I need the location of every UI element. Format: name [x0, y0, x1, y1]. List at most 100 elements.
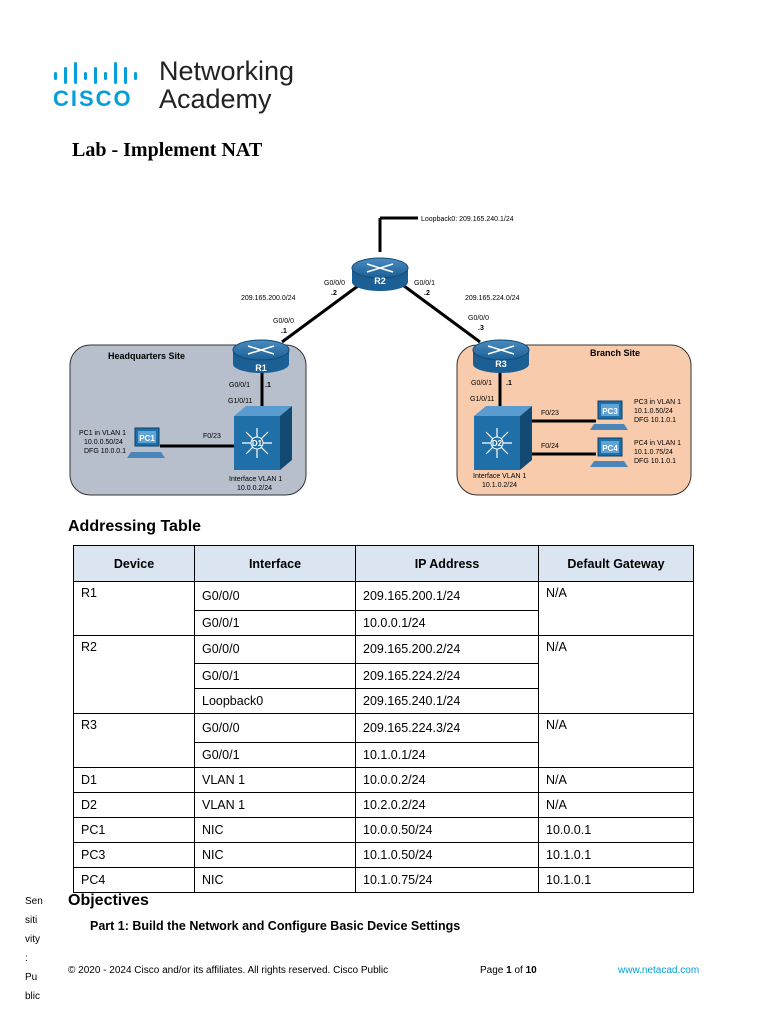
- pc1-info-2: 10.0.0.50/24: [84, 439, 123, 446]
- cell-interface: G0/0/0: [194, 581, 356, 611]
- cell-gateway: N/A: [538, 581, 694, 610]
- r3-g000-label: G0/0/0: [468, 315, 489, 322]
- cell-ip: 10.1.0.75/24: [355, 866, 539, 893]
- cisco-networking-academy-logo: CISCO Networking Academy: [53, 56, 303, 118]
- link-r1-r2: [281, 278, 367, 344]
- cell-device: D1: [73, 766, 195, 793]
- router-r1[interactable]: R1: [232, 339, 290, 373]
- r3-g000-ip: .3: [478, 325, 484, 332]
- cell-ip: 209.165.224.2/24: [355, 663, 539, 689]
- cell-device: PC1: [73, 816, 195, 843]
- network-topology-diagram: Headquarters Site Branch Site R2 R1 R3: [69, 216, 692, 496]
- cell-ip: 10.0.0.2/24: [355, 766, 539, 793]
- d2-f024-label: F0/24: [541, 443, 559, 450]
- r2-g001-ip: .2: [424, 290, 430, 297]
- cell-device: [73, 688, 195, 714]
- page-of: of: [514, 965, 523, 976]
- r1-g000-ip: .1: [281, 328, 287, 335]
- d1-info-2: 10.0.0.2/24: [237, 485, 272, 492]
- cell-interface: NIC: [194, 816, 356, 843]
- switch-d1[interactable]: D1: [234, 406, 292, 470]
- page-current: 1: [506, 965, 512, 976]
- pc4-label: PC4: [602, 444, 618, 453]
- table-row: G0/0/1 209.165.224.2/24: [73, 663, 694, 689]
- cell-ip: 209.165.224.3/24: [355, 713, 539, 743]
- link-r2-r3: [395, 278, 481, 344]
- loopback-label: Loopback0: 209.165.240.1/24: [421, 216, 514, 223]
- pc4-computer[interactable]: PC4: [590, 437, 628, 467]
- hq-site-label: Headquarters Site: [108, 351, 185, 361]
- cell-interface: VLAN 1: [194, 766, 356, 793]
- r3-label: R3: [495, 359, 507, 369]
- cell-ip: 10.0.0.1/24: [355, 609, 539, 636]
- d1-info-1: Interface VLAN 1: [229, 476, 282, 483]
- pc3-label: PC3: [602, 407, 618, 416]
- d2-g1011-label: G1/0/11: [470, 396, 494, 403]
- cell-device: [73, 742, 195, 768]
- pc4-info-2: 10.1.0.75/24: [634, 449, 673, 456]
- pc1-computer[interactable]: PC1: [127, 427, 165, 458]
- r2-g001-label: G0/0/1: [414, 280, 435, 287]
- d2-info-1: Interface VLAN 1: [473, 473, 526, 480]
- r1-g001-ip: .1: [265, 382, 271, 389]
- pc3-info-1: PC3 in VLAN 1: [634, 399, 681, 406]
- r3-g001-label: G0/0/1: [471, 380, 492, 387]
- sensitivity-part: blic: [25, 991, 41, 1002]
- cell-interface: NIC: [194, 866, 356, 893]
- cell-ip: 10.1.0.1/24: [355, 741, 539, 768]
- pc3-info-2: 10.1.0.50/24: [634, 408, 673, 415]
- cell-gateway: 10.0.0.1: [538, 816, 694, 843]
- page-prefix: Page: [480, 965, 504, 976]
- cell-gateway: 10.1.0.1: [538, 866, 694, 893]
- d2-label: D2: [492, 439, 503, 448]
- col-default-gateway: Default Gateway: [538, 545, 694, 582]
- cell-interface: G0/0/0: [194, 713, 356, 743]
- router-r2[interactable]: R2: [351, 257, 409, 291]
- sensitivity-part: siti: [25, 915, 38, 926]
- col-ip-address: IP Address: [355, 545, 539, 582]
- table-row: R3 G0/0/0 209.165.224.3/24 N/A: [73, 713, 694, 743]
- r3-g001-ip: .1: [506, 380, 512, 387]
- cell-interface: VLAN 1: [194, 791, 356, 818]
- cell-device: R2: [73, 634, 195, 664]
- table-row: D2 VLAN 1 10.2.0.2/24 N/A: [73, 791, 694, 818]
- r2-g000-label: G0/0/0: [324, 280, 345, 287]
- switch-d2[interactable]: D2: [474, 406, 532, 470]
- cell-interface: G0/0/1: [194, 663, 356, 689]
- router-r3[interactable]: R3: [472, 339, 530, 373]
- page-total: 10: [525, 965, 537, 976]
- table-row: PC3 NIC 10.1.0.50/24 10.1.0.1: [73, 841, 694, 868]
- pc1-label: PC1: [139, 434, 155, 443]
- cell-ip: 209.165.240.1/24: [355, 688, 539, 714]
- sensitivity-label: Sen siti vity : Pu blic: [25, 892, 55, 1006]
- cell-gateway: N/A: [538, 766, 694, 793]
- table-row: R1 G0/0/0 209.165.200.1/24 N/A: [73, 581, 694, 611]
- d2-f023-label: F0/23: [541, 410, 559, 417]
- pc1-info-1: PC1 in VLAN 1: [79, 430, 126, 437]
- addressing-table: Device Interface IP Address Default Gate…: [73, 545, 694, 893]
- cell-ip: 209.165.200.2/24: [355, 634, 539, 664]
- cell-device: PC3: [73, 841, 195, 868]
- table-row: Loopback0 209.165.240.1/24: [73, 688, 694, 714]
- cell-gateway: N/A: [538, 634, 694, 664]
- pc3-info-3: DFG 10.1.0.1: [634, 417, 676, 424]
- cisco-bars-icon: [54, 62, 137, 84]
- cell-interface: Loopback0: [194, 688, 356, 714]
- r2-g000-ip: .2: [331, 290, 337, 297]
- r1-g000-label: G0/0/0: [273, 318, 294, 325]
- cell-ip: 10.0.0.50/24: [355, 816, 539, 843]
- col-interface: Interface: [194, 545, 356, 582]
- table-row: D1 VLAN 1 10.0.0.2/24 N/A: [73, 766, 694, 793]
- pc3-computer[interactable]: PC3: [590, 400, 628, 430]
- d1-f023-label: F0/23: [203, 433, 221, 440]
- d1-g1011-label: G1/0/11: [228, 398, 252, 405]
- network-links: [160, 216, 596, 456]
- netacad-link[interactable]: www.netacad.com: [618, 965, 700, 976]
- cell-ip: 209.165.200.1/24: [355, 581, 539, 611]
- cell-gateway: 10.1.0.1: [538, 841, 694, 868]
- footer-url: www.netacad.com: [618, 965, 699, 976]
- r1-g001-label: G0/0/1: [229, 382, 250, 389]
- cell-gateway: [538, 610, 694, 636]
- net-right-label: 209.165.224.0/24: [465, 295, 520, 302]
- cell-interface: G0/0/1: [194, 609, 356, 636]
